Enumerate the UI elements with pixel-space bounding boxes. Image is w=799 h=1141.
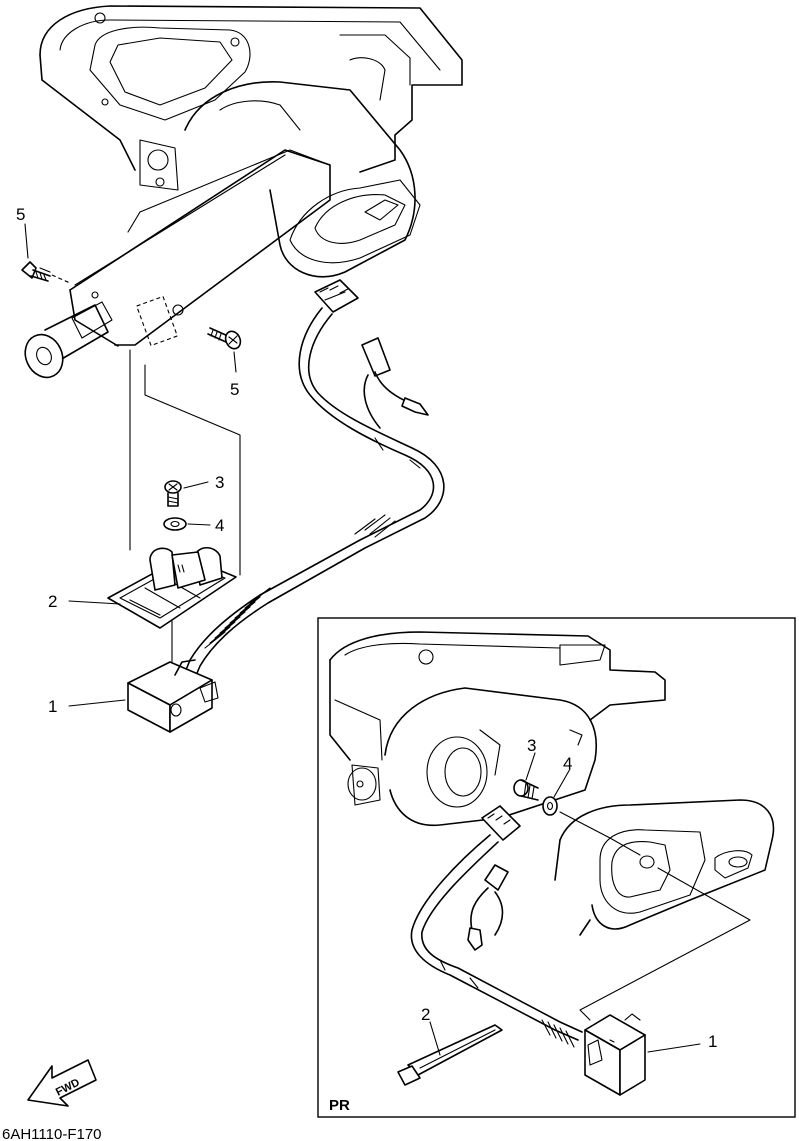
- callout-4-main: 4: [215, 516, 224, 535]
- washer-4-inset: [542, 796, 558, 816]
- callout-5-left: 5: [16, 205, 25, 224]
- washer-4-main: [163, 517, 187, 531]
- tiller-arm: [69, 149, 331, 347]
- harness-bullet-lead-main: [361, 337, 429, 429]
- callout-5-right: 5: [230, 380, 239, 399]
- callout-leaders-inset: [429, 752, 701, 1056]
- harness-connector-main: [314, 279, 359, 313]
- screw-5-left: [21, 223, 51, 282]
- inset-label: PR: [329, 1097, 350, 1114]
- switch-1-main: [127, 659, 219, 733]
- screw-3-main: [164, 480, 182, 507]
- forward-arrow-icon: FWD: [27, 1059, 97, 1107]
- steering-pivot-housing: [184, 81, 421, 278]
- inset-harness-bullet-lead: [467, 864, 509, 951]
- callout-3-inset: 3: [527, 736, 536, 755]
- switch-1-inset: [584, 1013, 646, 1096]
- figure-code: 6AH1110-F170: [2, 1126, 102, 1141]
- inset-wiring-harness: [410, 834, 583, 1048]
- callout-2-inset: 2: [421, 1005, 430, 1024]
- inset-bracket-casting: [329, 631, 666, 806]
- cable-tie-2-inset: [397, 1024, 503, 1086]
- inset-steering-housing: [384, 687, 597, 827]
- holder-2-main: [107, 546, 237, 629]
- screw-5-right: [207, 327, 242, 373]
- callout-2-main: 2: [48, 592, 57, 611]
- callout-1-inset: 1: [708, 1032, 717, 1051]
- tiller-bracket-casting: [39, 5, 463, 191]
- inset-frame: [317, 617, 796, 1118]
- callout-1-main: 1: [48, 697, 57, 716]
- wiring-harness-main: [179, 307, 445, 691]
- inset-tiller-end: [554, 799, 775, 936]
- tiller-shaft-end: [24, 301, 113, 379]
- screw-3-inset: [513, 779, 539, 801]
- inset-assembly-lines: [559, 811, 751, 1021]
- callout-leaders-main: [68, 481, 211, 707]
- callout-4-inset: 4: [563, 754, 572, 773]
- callout-3-main: 3: [215, 473, 224, 492]
- inset-harness-connector: [481, 805, 521, 841]
